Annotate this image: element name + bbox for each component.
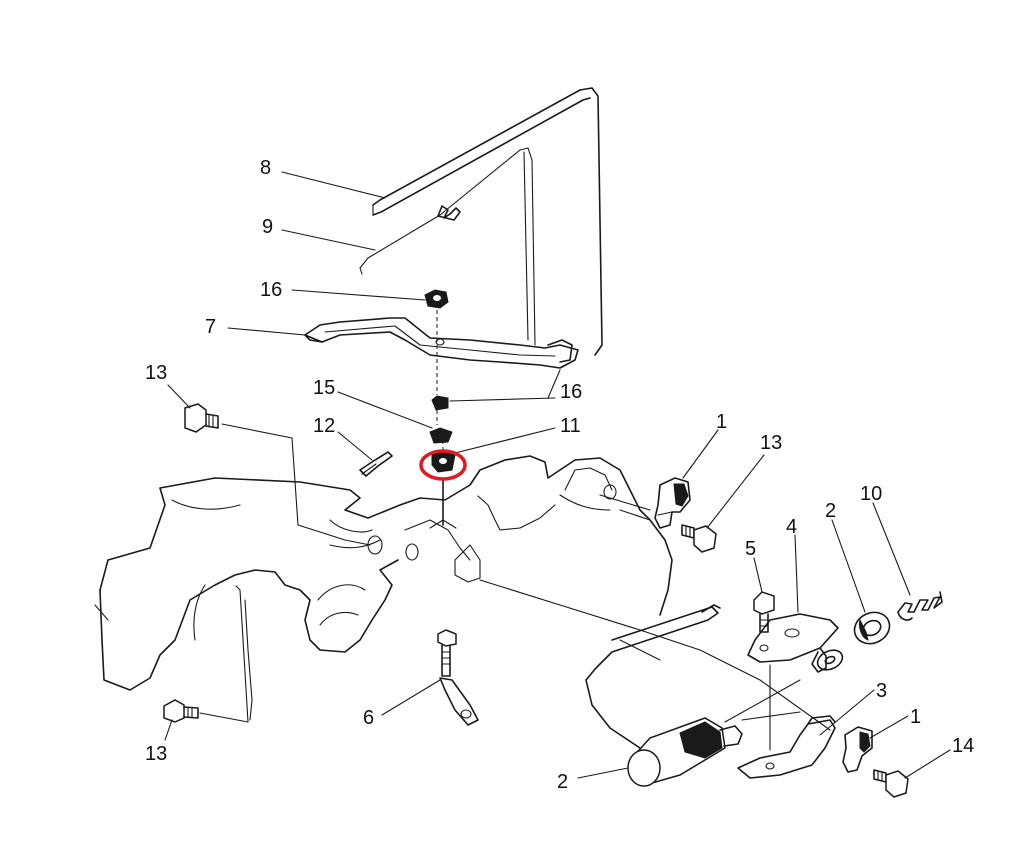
label-part-16-mid: 16: [560, 381, 582, 403]
throttle-screw: [437, 629, 479, 726]
return-spring: [897, 591, 943, 621]
label-part-13-left-top: 13: [145, 362, 167, 384]
highlight-ring: [419, 449, 467, 481]
label-part-12: 12: [313, 415, 335, 437]
label-part-16-top: 16: [260, 279, 282, 301]
bolt-left-bottom: [163, 585, 249, 723]
label-part-4: 4: [786, 516, 797, 538]
engine-housing: [94, 455, 831, 731]
nut-top: [424, 289, 449, 309]
label-part-1-bottom: 1: [910, 706, 921, 728]
label-part-11: 11: [560, 415, 581, 437]
throttle-spring: [437, 205, 461, 221]
bolt-left-top: [184, 403, 371, 546]
label-part-13-left-bottom: 13: [145, 743, 167, 765]
label-part-1-top: 1: [716, 411, 727, 433]
label-part-10: 10: [860, 483, 882, 505]
label-part-13-right: 13: [760, 432, 782, 454]
label-part-6: 6: [363, 707, 374, 729]
lever-plate: [304, 317, 579, 369]
label-part-8: 8: [260, 157, 271, 179]
label-part-2-top: 2: [825, 500, 836, 522]
label-part-5: 5: [745, 538, 756, 560]
label-part-14: 14: [952, 735, 974, 757]
solenoid: [585, 604, 801, 787]
part-labels: 8 9 16 7 13 15 16 12 11 1 13 4 2 10 5 3 …: [145, 157, 974, 793]
leader-lines: [164, 171, 951, 779]
center-shaft: [429, 310, 457, 529]
label-part-15: 15: [313, 377, 335, 399]
bolt-right: [681, 524, 717, 553]
lower-bracket: [737, 711, 836, 779]
bracket: [747, 613, 839, 751]
washer: [816, 649, 844, 671]
clamp-top: [599, 477, 691, 529]
bolt-5: [753, 591, 775, 633]
label-part-2-bottom: 2: [557, 771, 568, 793]
bolt-14: [873, 769, 909, 798]
label-part-7: 7: [205, 316, 216, 338]
label-part-3: 3: [876, 680, 887, 702]
clamp-bottom: [842, 726, 873, 773]
label-part-9: 9: [262, 216, 273, 238]
linkage-rods: [359, 87, 603, 356]
cotter-pin: [359, 451, 393, 477]
ring-seal: [853, 611, 891, 645]
